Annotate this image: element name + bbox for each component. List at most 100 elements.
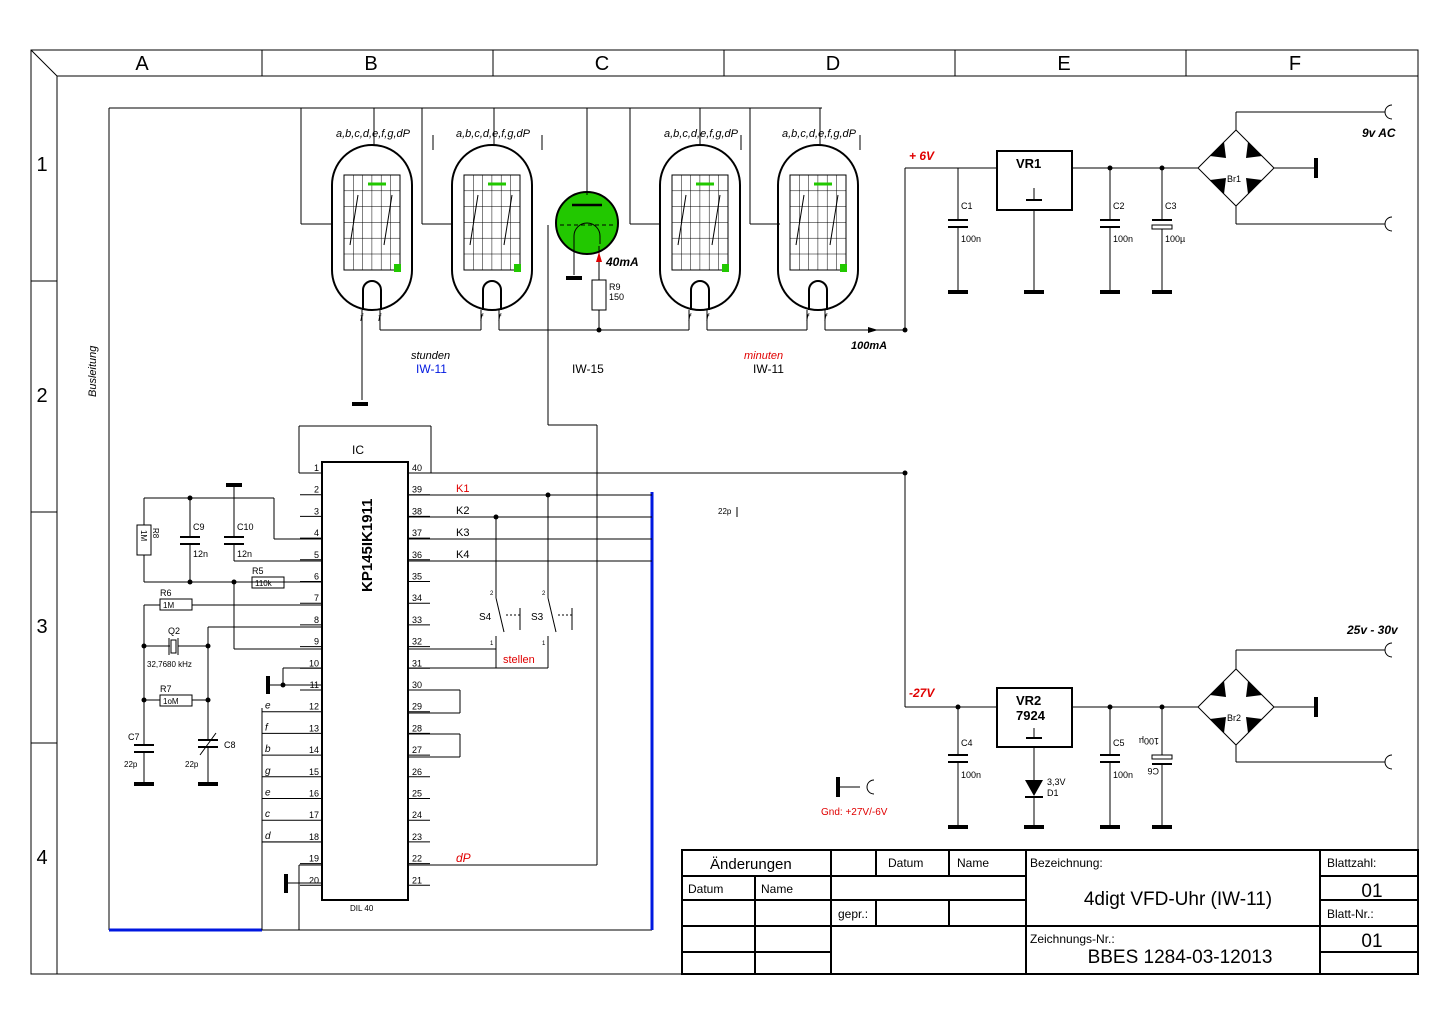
c3-label: C3 xyxy=(1165,201,1177,211)
segment-label: a,b,c,d,e,f,g,dP xyxy=(664,128,739,140)
ic-wiring: K1 K2 K3 K4 2 1 2 1 S4 S3 stellen 22p xyxy=(261,425,908,930)
ic-pin-number: 9 xyxy=(314,637,319,647)
k4-label: K4 xyxy=(456,549,469,561)
r6-label: R6 xyxy=(160,588,172,598)
busleitung-label: Busleitung xyxy=(87,345,99,397)
c4-label: C4 xyxy=(961,738,973,748)
name-heading: Name xyxy=(957,856,989,870)
name-column: Name xyxy=(761,882,793,896)
gnd-note-label: Gnd: +27V/-6V xyxy=(821,807,888,818)
ic-pin-number: 29 xyxy=(412,702,422,712)
bridge-rectifier-br1: Br1 9v AC xyxy=(1197,104,1396,232)
dil40-label: DIL 40 xyxy=(350,904,374,913)
column-label-d: D xyxy=(826,53,840,75)
column-label-a: A xyxy=(135,53,149,75)
c2-label: C2 xyxy=(1113,201,1125,211)
minuten-label: minuten xyxy=(744,350,783,362)
ic-pin-number: 22 xyxy=(412,854,422,864)
segment-letter: c xyxy=(265,809,270,820)
tube-current-label: 40mA xyxy=(605,255,639,269)
column-label-b: B xyxy=(364,53,377,75)
ic-pin-number: 23 xyxy=(412,832,422,842)
current-100ma-label: 100mA xyxy=(851,340,887,352)
segment-label: a,b,c,d,e,f,g,dP xyxy=(336,128,411,140)
vr2-label: VR2 xyxy=(1016,693,1041,708)
c5-label: C5 xyxy=(1113,738,1125,748)
bus-wiring: Busleitung xyxy=(87,107,822,932)
ic-pins: 1234567891011121314151617181920403938373… xyxy=(300,463,430,886)
iw15-label: IW-15 xyxy=(572,362,604,376)
s3-label: S3 xyxy=(531,612,544,623)
ic-part-label: KP145IK1911 xyxy=(359,499,376,592)
row-label-3: 3 xyxy=(36,616,47,638)
ic-pin-number: 14 xyxy=(309,745,319,755)
minuten-type-label: IW-11 xyxy=(753,362,784,376)
bezeichnung-label: Bezeichnung: xyxy=(1030,856,1103,870)
blattnr-label: Blatt-Nr.: xyxy=(1327,907,1374,921)
column-label-f: F xyxy=(1289,53,1301,75)
s4-pin2: 2 xyxy=(490,591,494,597)
r5-value: 110k xyxy=(255,579,273,588)
s4-label: S4 xyxy=(479,612,492,623)
filament-label: f xyxy=(688,313,692,324)
blattnr-value: 01 xyxy=(1361,931,1382,952)
column-label-c: C xyxy=(595,53,609,75)
k2-label: K2 xyxy=(456,505,469,517)
ic-pin-number: 25 xyxy=(412,789,422,799)
blattzahl-value: 01 xyxy=(1361,881,1382,902)
s4-pin1: 1 xyxy=(490,641,494,647)
ic-pin-number: 15 xyxy=(309,767,319,777)
c7-value: 22p xyxy=(124,760,138,769)
segment-label: a,b,c,d,e,f,g,dP xyxy=(456,128,531,140)
stunden-type-label: IW-11 xyxy=(416,362,447,376)
drawing-title: 4digt VFD-Uhr (IW-11) xyxy=(1084,889,1272,910)
ic-pin-number: 17 xyxy=(309,810,319,820)
c2-value: 100n xyxy=(1113,234,1133,244)
br1-label: Br1 xyxy=(1227,174,1241,184)
ic-pin-number: 28 xyxy=(412,723,422,733)
ic-pin-number: 39 xyxy=(412,485,422,495)
q2-label: Q2 xyxy=(168,626,180,636)
minus27v-label: -27V xyxy=(909,686,935,700)
power-supply-6v: + 6V 100mA C1 100n VR1 C2 100n C3 100µ xyxy=(851,149,1198,352)
c3-value: 100µ xyxy=(1165,234,1185,244)
ic-pin-number: 20 xyxy=(309,875,319,885)
segment-letter: b xyxy=(265,744,271,755)
ic-pin-number: 6 xyxy=(314,572,319,582)
ic-pin-number: 34 xyxy=(412,593,422,603)
r8-label: R8 xyxy=(151,528,160,539)
ic-pin-number: 18 xyxy=(309,832,319,842)
ic-pin-number: 33 xyxy=(412,615,422,625)
ic-pin-number: 8 xyxy=(314,615,319,625)
title-block: Änderungen Datum Name Datum Name gepr.: … xyxy=(681,849,1419,975)
r5-label: R5 xyxy=(252,566,264,576)
ic-pin-number: 5 xyxy=(314,550,319,560)
dp-label: dP xyxy=(456,851,471,865)
ic-pin-number: 37 xyxy=(412,528,422,538)
filament-label: f xyxy=(806,313,810,324)
ic-pin-number: 40 xyxy=(412,463,422,473)
k1-label: K1 xyxy=(456,483,469,495)
ic-pin-number: 10 xyxy=(309,658,319,668)
ic-pin-number: 7 xyxy=(314,593,319,603)
c6-label: C6 xyxy=(1147,766,1159,776)
c6-value: 100µ xyxy=(1139,736,1159,746)
iw15-indicator-tube xyxy=(555,191,619,255)
c7-label: C7 xyxy=(128,732,140,742)
filament-label: f xyxy=(498,313,502,324)
r8-value: 1M xyxy=(139,530,148,541)
d1-value: 3,3V xyxy=(1047,777,1066,787)
row-label-1: 1 xyxy=(36,154,47,176)
r7-label: R7 xyxy=(160,684,172,694)
ic-pin-number: 1 xyxy=(314,463,319,473)
c10-value: 12n xyxy=(237,549,252,559)
ic-pin-number: 13 xyxy=(309,723,319,733)
ac2530-label: 25v - 30v xyxy=(1346,623,1399,637)
ic-pin-number: 32 xyxy=(412,637,422,647)
plus6v-label: + 6V xyxy=(909,149,935,163)
ic-label: IC xyxy=(352,443,364,457)
ic-pin-number: 35 xyxy=(412,572,422,582)
segment-letter: e xyxy=(265,788,271,799)
